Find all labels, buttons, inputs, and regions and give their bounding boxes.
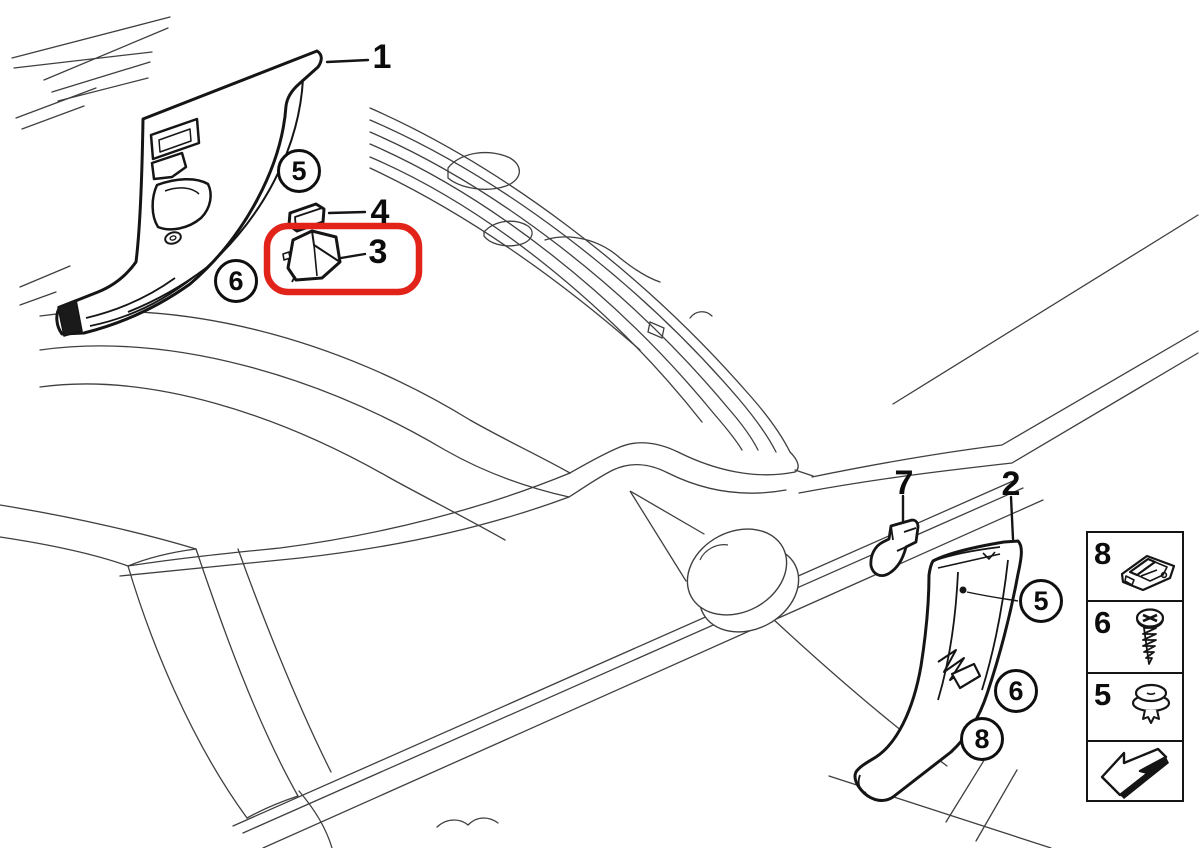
callout-6-left[interactable]: 6 — [214, 259, 258, 303]
fastener-legend: 8 6 5 — [1086, 531, 1184, 802]
direction-arrow-icon — [1100, 747, 1169, 799]
callout-5-right[interactable]: 5 — [1019, 579, 1063, 623]
callout-5-left[interactable]: 5 — [277, 149, 321, 193]
push-rivet-icon — [1131, 683, 1171, 724]
callout-6-right[interactable]: 6 — [994, 669, 1038, 713]
part-label-7[interactable]: 7 — [894, 464, 914, 502]
part-label-1[interactable]: 1 — [372, 38, 392, 76]
part-label-4[interactable]: 4 — [370, 193, 390, 231]
clip-icon — [1120, 554, 1176, 591]
legend-row-arrow[interactable] — [1088, 742, 1182, 800]
cover-part-3[interactable] — [282, 229, 342, 283]
legend-row-screw[interactable]: 6 — [1088, 602, 1182, 674]
legend-number-8: 8 — [1094, 536, 1112, 571]
b-pillar-trim-part-2[interactable] — [853, 539, 1023, 802]
jack-pad-disc — [686, 528, 800, 633]
legend-row-rivet[interactable]: 5 — [1088, 674, 1182, 742]
part-label-3[interactable]: 3 — [368, 233, 388, 271]
part-label-2[interactable]: 2 — [1001, 465, 1021, 503]
screw-icon — [1135, 608, 1165, 665]
legend-row-clip[interactable]: 8 — [1088, 533, 1182, 602]
highlight-box-part-3 — [263, 222, 423, 296]
callout-8-right[interactable]: 8 — [960, 717, 1004, 761]
a-pillar-trim-part-1[interactable] — [55, 49, 323, 337]
clip-part-7[interactable] — [869, 518, 920, 577]
legend-number-6: 6 — [1094, 605, 1112, 640]
legend-number-5: 5 — [1094, 677, 1112, 712]
leader-lines — [325, 58, 1015, 541]
